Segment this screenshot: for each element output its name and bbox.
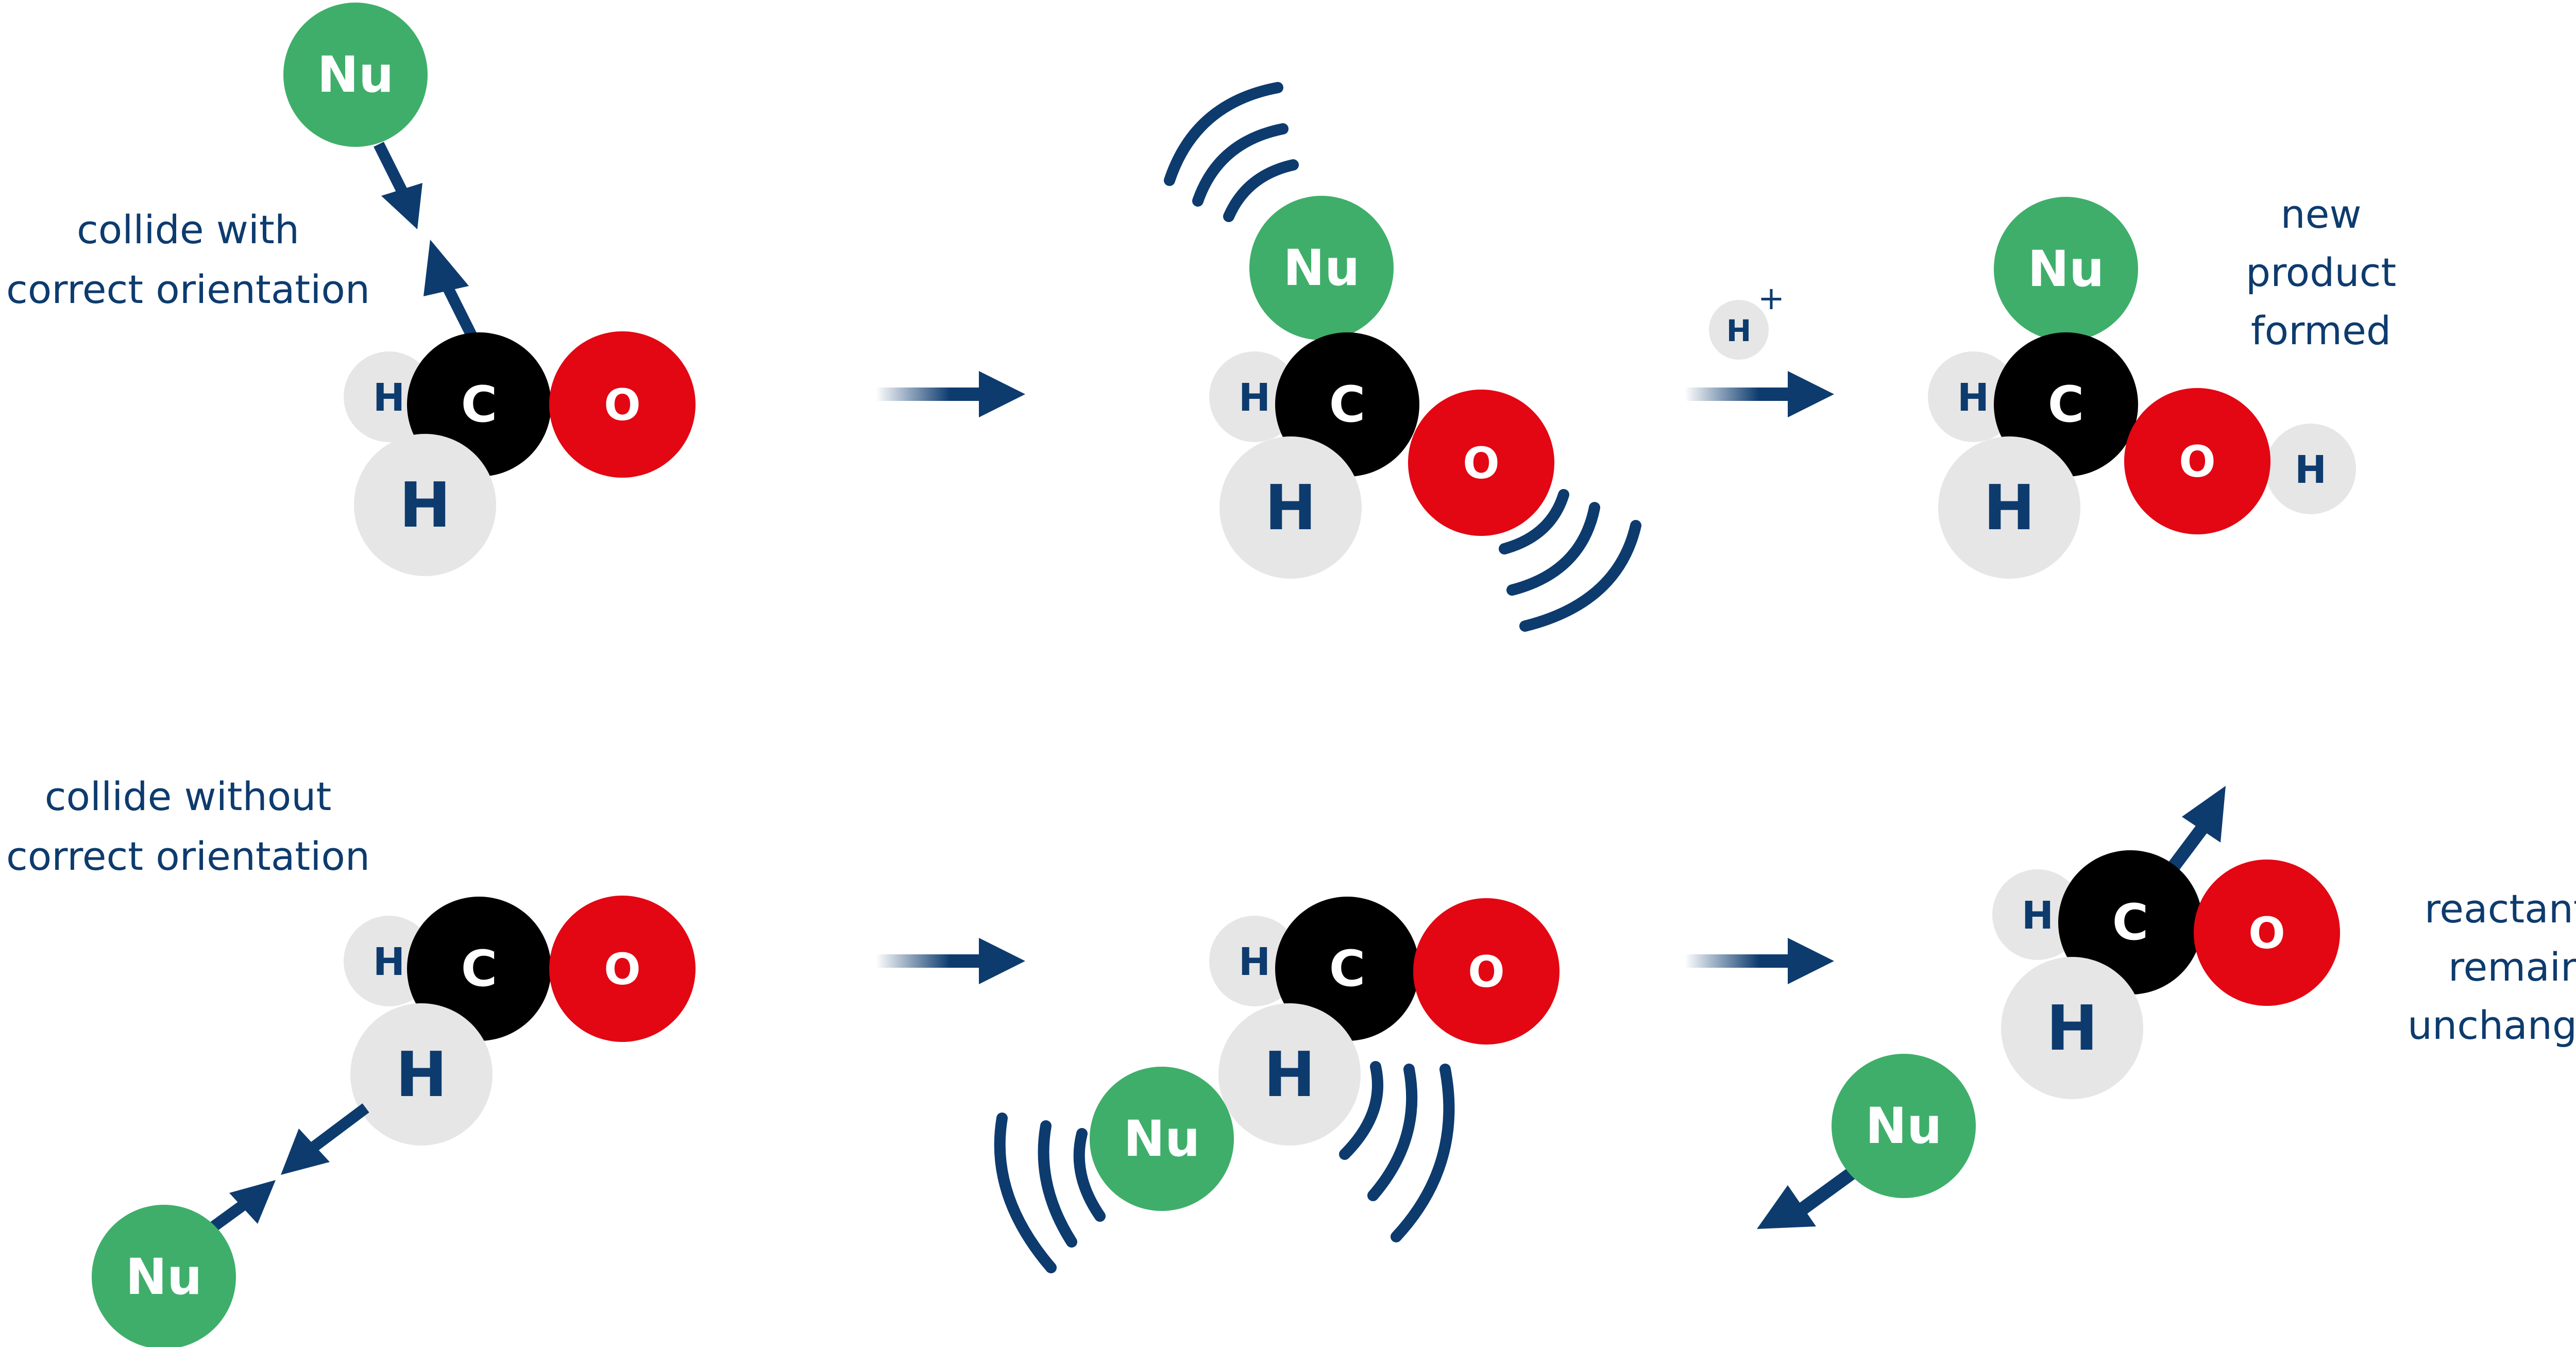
proton-charge: + [1758, 279, 1785, 317]
hydrogen-label: H [396, 1039, 447, 1111]
vibration-marks-icon [1339, 1061, 1455, 1242]
approach-arrow-nu-head [229, 1180, 276, 1224]
approach-arrow-h [311, 1103, 369, 1151]
nucleophile-atom: Nu [1994, 197, 2138, 341]
nucleophile-atom: Nu [283, 3, 428, 147]
carbon-atom: C [1275, 897, 1419, 1041]
panel-bottom-3: H C O H Nu reactants remain unchanged [1757, 786, 2576, 1229]
hydrogen-label: H [373, 376, 405, 420]
hydrogen-label: H [2022, 894, 2054, 938]
oxygen-label: O [2248, 908, 2285, 958]
vibration-marks-icon [1164, 82, 1299, 222]
nucleophile-atom: Nu [92, 1205, 236, 1347]
hydrogen-label: H [1265, 473, 1316, 544]
label-product: product [2246, 249, 2396, 295]
carbon-label: C [2112, 894, 2148, 951]
hydrogen-label: H [1957, 376, 1989, 420]
hydrogen-label: H [1239, 940, 1270, 984]
carbon-label: C [1329, 376, 1365, 433]
label-new: new [2280, 191, 2361, 237]
hydrogen-label: H [1264, 1039, 1315, 1111]
approach-arrow-nu [210, 1201, 246, 1231]
oxygen-label: O [2179, 436, 2215, 487]
label-collide-with: collide with [77, 207, 299, 252]
hydrogen-large-atom: H [1219, 436, 1362, 579]
hydrogen-label: H [1239, 376, 1270, 420]
panel-bottom-1: collide without correct orientation H C … [6, 773, 696, 1347]
carbon-label: C [461, 376, 497, 433]
label-formed: formed [2251, 308, 2391, 353]
proton-label: H [1726, 313, 1752, 348]
oxygen-atom: O [1413, 898, 1560, 1045]
hydrogen-large-atom: H [350, 1003, 493, 1146]
hydrogen-small-atom: H [2265, 424, 2356, 514]
transition-arrow-bottom-2 [1685, 938, 1834, 984]
oxygen-atom: O [549, 331, 696, 478]
label-unchanged: unchanged [2408, 1002, 2576, 1048]
carbon-label: C [461, 940, 497, 998]
carbon-label: C [1329, 940, 1365, 998]
carbon-label: C [2048, 376, 2084, 433]
nucleophile-label: Nu [1866, 1097, 1942, 1155]
carbon-atom: C [407, 897, 551, 1041]
oxygen-atom: O [2194, 860, 2340, 1006]
label-collide-without: collide without [45, 773, 332, 819]
nucleophile-label: Nu [1124, 1110, 1200, 1168]
hydrogen-large-atom: H [1938, 436, 2080, 579]
hydrogen-label: H [399, 470, 451, 542]
transition-arrow-top-1 [876, 371, 1025, 417]
nucleophile-atom: Nu [1832, 1054, 1976, 1198]
nucleophile-atom: Nu [1249, 196, 1394, 340]
oxygen-label: O [604, 380, 640, 430]
oxygen-atom: O [549, 896, 696, 1042]
hydrogen-large-atom: H [1218, 1003, 1361, 1146]
nucleophile-label: Nu [1283, 239, 1360, 297]
nucleophile-atom: Nu [1090, 1067, 1234, 1211]
hydrogen-label: H [373, 940, 405, 984]
nucleophile-label: Nu [126, 1248, 202, 1306]
hydrogen-label: H [2295, 448, 2327, 492]
carbon-atom: C [2058, 850, 2202, 995]
hydrogen-label: H [1984, 473, 2035, 544]
label-correct-orientation: correct orientation [6, 833, 370, 879]
approach-arrow-nu-head [381, 183, 422, 229]
nucleophile-label: Nu [2028, 240, 2105, 298]
oxygen-atom: O [1408, 390, 1554, 536]
proton-atom: H + [1709, 279, 1785, 360]
vibration-marks-icon [1499, 489, 1641, 632]
label-correct-orientation: correct orientation [6, 266, 370, 312]
approach-arrow-h-head [281, 1129, 330, 1175]
transition-arrow-bottom-1 [876, 938, 1025, 984]
label-reactants: reactants [2425, 886, 2576, 932]
nucleophile-label: Nu [317, 46, 394, 104]
oxygen-label: O [1463, 438, 1499, 489]
approach-arrow-c-head [423, 240, 469, 296]
panel-top-3: Nu H C H H O new product formed [1928, 191, 2396, 579]
transition-arrow-top-2: H + [1685, 279, 1834, 417]
label-remain: remain [2448, 944, 2576, 990]
vibration-marks-icon [994, 1113, 1106, 1273]
hydrogen-label: H [2046, 993, 2098, 1065]
oxygen-atom: O [2124, 388, 2270, 534]
panel-top-1: Nu H C O H collide with correct orientat… [6, 3, 696, 576]
panel-top-2: Nu H C H O [1164, 82, 1641, 632]
bounce-arrow-nu-head [1757, 1185, 1816, 1229]
hydrogen-large-atom: H [2001, 957, 2143, 1099]
bounce-arrow-c-head [2182, 786, 2226, 843]
panel-bottom-2: H C O H Nu [994, 897, 1560, 1273]
oxygen-label: O [1468, 947, 1504, 997]
oxygen-label: O [604, 944, 640, 995]
hydrogen-large-atom: H [354, 434, 496, 576]
